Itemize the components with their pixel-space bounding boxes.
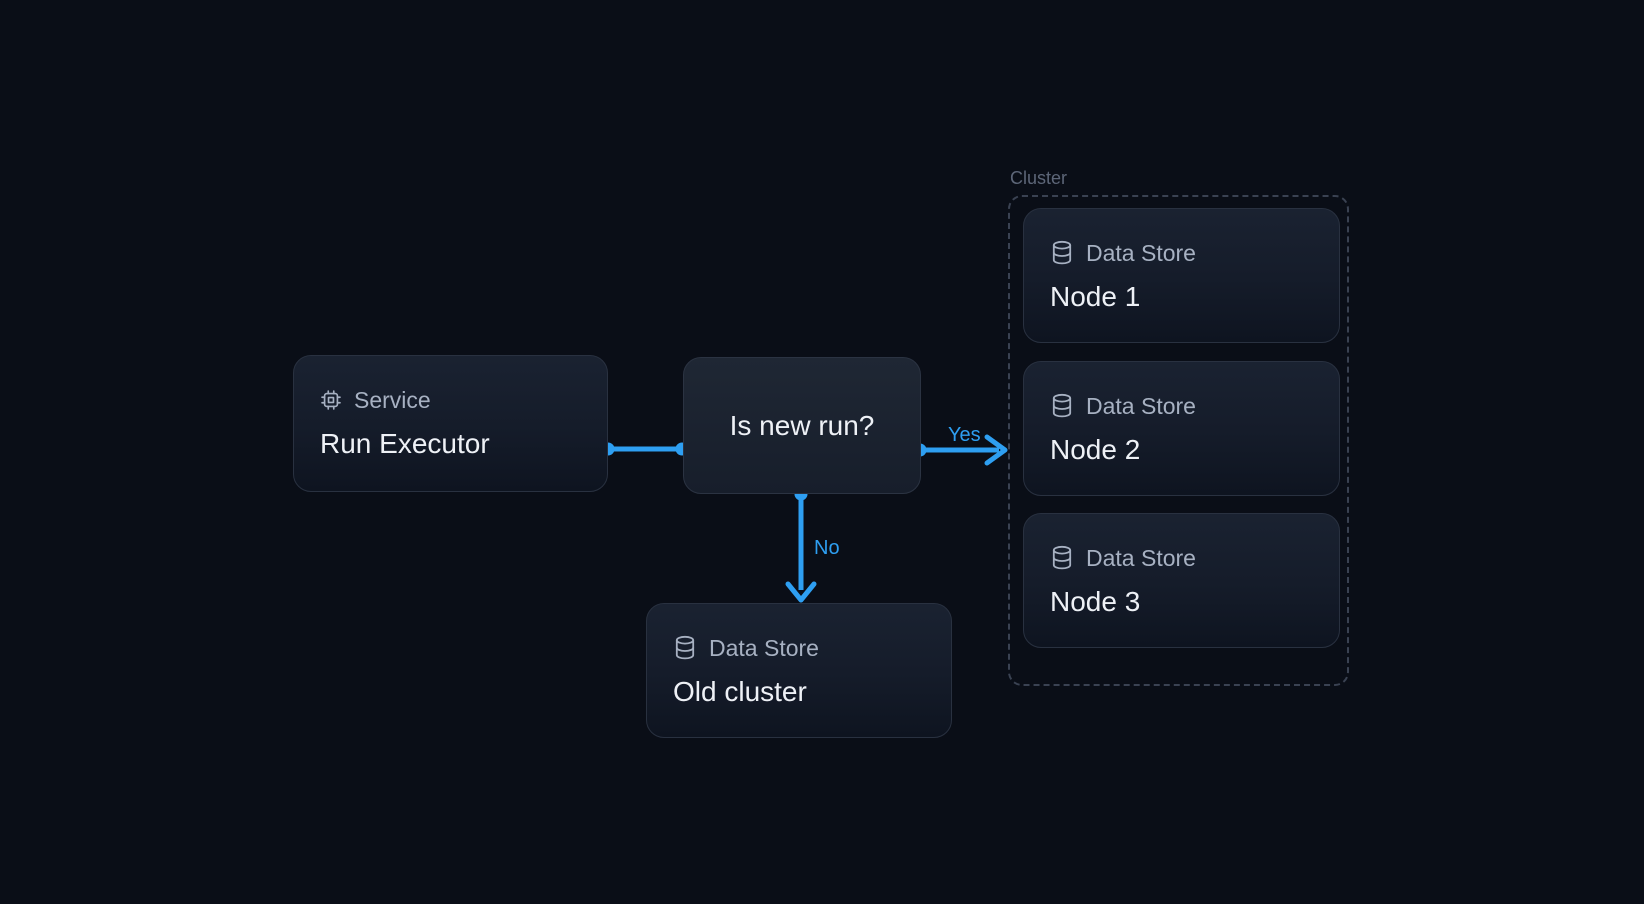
node-data-store-old-cluster[interactable]: Data Store Old cluster [646, 603, 952, 738]
node-type-label: Data Store [1086, 545, 1196, 571]
node-data-store-node-1[interactable]: Data Store Node 1 [1023, 208, 1340, 343]
node-type-row: Data Store [1050, 239, 1313, 267]
edge-service-to-decision [601, 442, 689, 456]
node-service-run-executor[interactable]: Service Run Executor [293, 355, 608, 492]
node-type-row: Data Store [673, 634, 925, 662]
node-type-label: Data Store [1086, 240, 1196, 266]
database-icon [1052, 240, 1072, 265]
database-icon [1052, 393, 1072, 418]
cluster-group-label: Cluster [1010, 168, 1068, 188]
node-title: Old cluster [673, 676, 807, 707]
node-title: Node 3 [1050, 586, 1141, 617]
cluster-group-container[interactable] [1008, 195, 1349, 686]
node-type-row: Data Store [1050, 392, 1313, 420]
node-title: Run Executor [320, 428, 490, 459]
node-title: Node 1 [1050, 281, 1141, 312]
node-type-row: Data Store [1050, 544, 1313, 572]
database-icon [1052, 545, 1072, 570]
node-data-store-node-2[interactable]: Data Store Node 2 [1023, 361, 1340, 496]
node-type-row: Service [320, 386, 581, 414]
database-icon [675, 635, 695, 660]
node-decision-is-new-run[interactable]: Is new run? [683, 357, 921, 494]
edge-decision-to-old-cluster-no [785, 487, 817, 603]
cpu-icon [321, 390, 341, 410]
edge-label-yes: Yes [948, 424, 981, 446]
node-data-store-node-3[interactable]: Data Store Node 3 [1023, 513, 1340, 648]
node-type-label: Data Store [1086, 393, 1196, 419]
node-title: Node 2 [1050, 434, 1141, 465]
node-type-label: Data Store [709, 635, 819, 661]
node-type-label: Service [354, 387, 431, 413]
edge-label-no: No [814, 537, 840, 559]
decision-title: Is new run? [729, 409, 875, 441]
